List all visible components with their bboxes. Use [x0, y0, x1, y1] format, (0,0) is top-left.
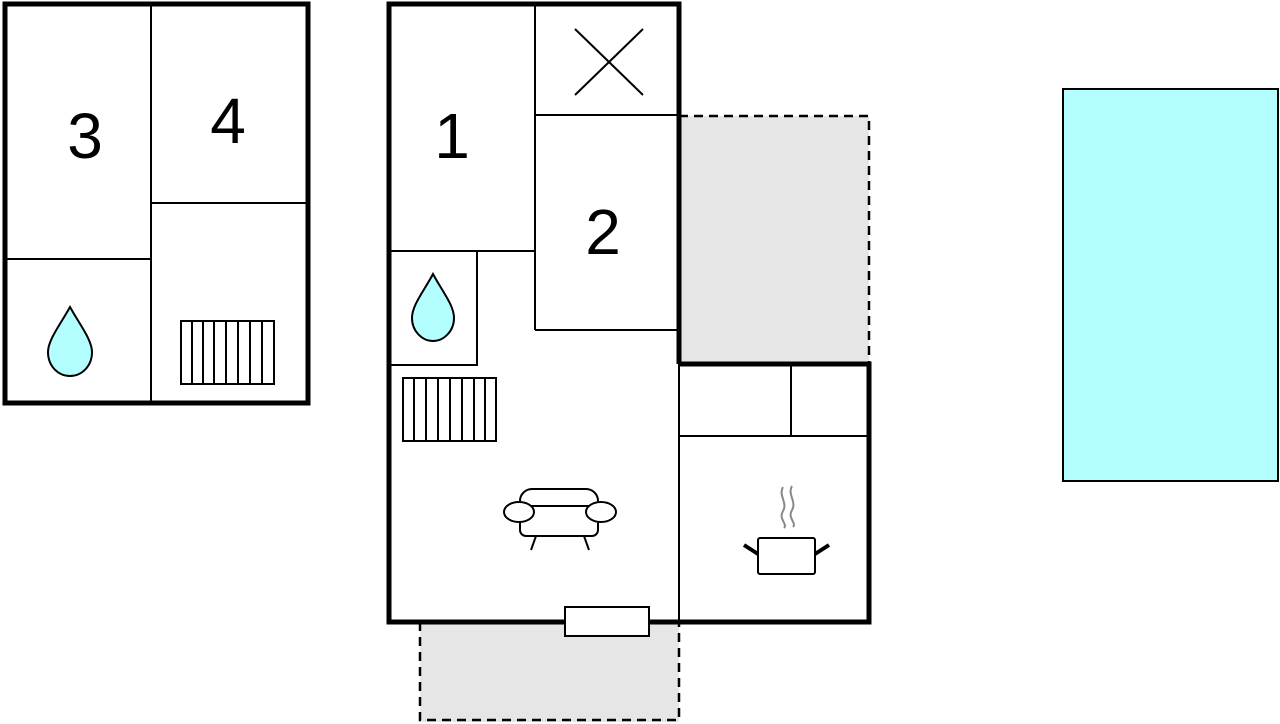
swimming-pool	[1062, 88, 1279, 482]
sofa-icon	[503, 488, 617, 551]
water-drop-icon	[46, 304, 94, 378]
room-1-number: 1	[434, 100, 470, 172]
water-drop-icon	[410, 271, 456, 343]
side-terrace	[679, 114, 871, 364]
upper-floor: 3 4	[2, 1, 311, 406]
staircase-icon	[180, 320, 275, 385]
cooking-pot-icon	[742, 485, 831, 575]
door-icon	[564, 606, 650, 637]
room-2-number: 2	[585, 196, 621, 268]
staircase-icon	[402, 377, 497, 442]
room-4-number: 4	[210, 85, 246, 157]
front-terrace	[418, 622, 681, 722]
ground-floor: 1 2	[386, 1, 872, 637]
room-3-number: 3	[67, 100, 103, 172]
ground-floor-outline	[386, 1, 872, 625]
x-mark-icon	[574, 28, 644, 96]
